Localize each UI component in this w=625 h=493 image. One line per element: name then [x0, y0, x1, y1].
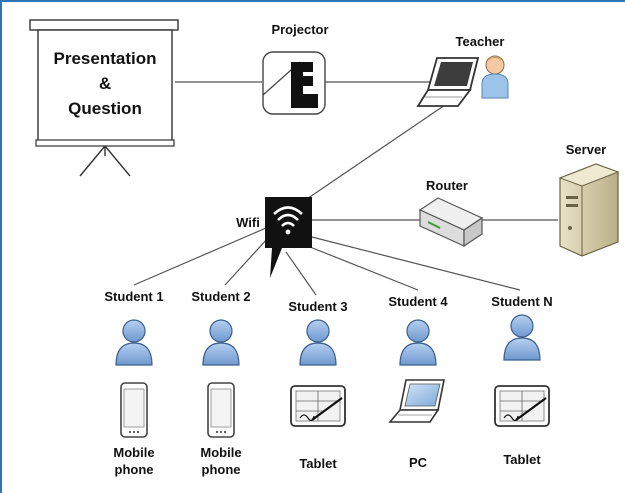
teacher-person-icon	[481, 55, 509, 99]
server-icon	[558, 163, 620, 257]
screen-line-2: &	[98, 74, 112, 93]
line-teacher-wifi	[297, 104, 446, 206]
screen-line-3: Question	[68, 99, 142, 118]
line-wifi-student2	[224, 237, 269, 286]
student-person-icon	[299, 319, 337, 366]
line-wifi-student1	[133, 227, 267, 286]
student-person-icon	[503, 314, 541, 361]
student-name-label: Student 3	[288, 299, 348, 314]
student-name-label: Student 4	[388, 294, 448, 309]
router-label: Router	[426, 178, 468, 193]
device-label-line-2: phone	[114, 462, 154, 477]
device-label: Tablet	[299, 456, 337, 471]
line-wifi-student3	[285, 251, 317, 296]
projector-label: Projector	[271, 22, 329, 37]
projector-icon	[262, 51, 326, 115]
student-person-icon	[115, 319, 153, 366]
line-wifi-studentn	[307, 235, 521, 291]
mobile-phone-icon	[120, 382, 148, 438]
teacher-label: Teacher	[455, 34, 505, 49]
server-label: Server	[565, 142, 607, 157]
screen-line-1: Presentation	[53, 49, 157, 68]
router-icon	[418, 197, 484, 248]
screen-text: Presentation & Question	[38, 46, 172, 121]
student-name-label: Student N	[491, 294, 553, 309]
student-name-label: Student 2	[191, 289, 251, 304]
tablet-icon	[493, 384, 551, 428]
wifi-label: Wifi	[236, 215, 260, 230]
student-person-icon	[399, 319, 437, 366]
connection-lines	[133, 81, 558, 296]
line-wifi-student4	[304, 244, 419, 291]
device-label: Tablet	[503, 452, 541, 467]
device-label-line-2: phone	[201, 462, 241, 477]
device-label: Mobile	[113, 445, 155, 460]
projection-screen	[29, 19, 179, 177]
laptop-icon	[389, 379, 445, 423]
device-label: PC	[408, 455, 428, 470]
device-label: Mobile	[200, 445, 242, 460]
teacher-laptop-icon	[416, 57, 480, 107]
wifi-icon	[265, 197, 312, 278]
student-name-label: Student 1	[104, 289, 164, 304]
mobile-phone-icon	[207, 382, 235, 438]
tablet-icon	[289, 384, 347, 428]
student-person-icon	[202, 319, 240, 366]
